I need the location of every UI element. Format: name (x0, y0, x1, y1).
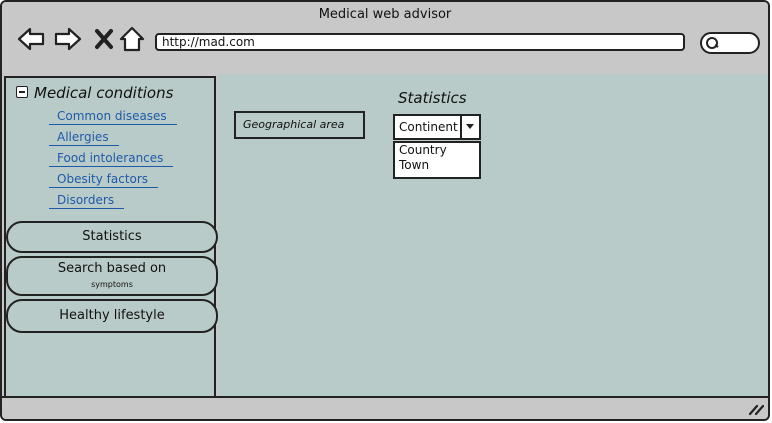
window-title: Medical web advisor (318, 7, 452, 22)
statistics-button[interactable]: Statistics (6, 221, 218, 253)
collapse-icon[interactable] (16, 86, 28, 98)
area-select-value: Continent (399, 120, 458, 134)
home-icon[interactable] (117, 24, 147, 54)
sidebar-link-common-diseases[interactable]: Common diseases (49, 109, 177, 125)
sidebar: Medical conditions Common diseases Aller… (4, 76, 218, 398)
search-symptoms-sublabel: symptoms (91, 280, 133, 289)
geographical-area-label: Geographical area (234, 111, 365, 139)
resize-grip-icon[interactable] (748, 403, 764, 415)
healthy-lifestyle-label: Healthy lifestyle (59, 308, 165, 323)
sidebar-link-allergies[interactable]: Allergies (49, 130, 119, 146)
close-icon[interactable] (89, 24, 119, 54)
main-content: Statistics Geographical area Continent C… (218, 74, 768, 397)
title-bar: Medical web advisor http://mad.com (2, 2, 768, 72)
chevron-down-icon[interactable] (460, 116, 479, 138)
url-input[interactable]: http://mad.com (155, 33, 685, 51)
search-icon (706, 37, 719, 49)
page-title: Statistics (398, 89, 467, 107)
sidebar-link-disorders[interactable]: Disorders (49, 193, 125, 209)
area-dropdown-list: Country Town (393, 141, 481, 179)
sidebar-link-obesity-factors[interactable]: Obesity factors (49, 172, 159, 188)
sidebar-link-food-intolerances[interactable]: Food intolerances (49, 151, 174, 167)
search-button[interactable] (700, 32, 760, 54)
option-country[interactable]: Country (399, 143, 447, 157)
healthy-lifestyle-button[interactable]: Healthy lifestyle (6, 299, 218, 333)
back-arrow-icon[interactable] (16, 24, 46, 54)
area-select[interactable]: Continent (393, 114, 481, 140)
statistics-button-label: Statistics (82, 229, 142, 244)
search-symptoms-label: Search based on (57, 261, 167, 276)
status-bar (2, 396, 768, 419)
forward-arrow-icon[interactable] (53, 24, 83, 54)
sidebar-title: Medical conditions (34, 84, 174, 102)
search-symptoms-button[interactable]: Search based on symptoms (6, 256, 218, 296)
option-town[interactable]: Town (399, 158, 430, 172)
